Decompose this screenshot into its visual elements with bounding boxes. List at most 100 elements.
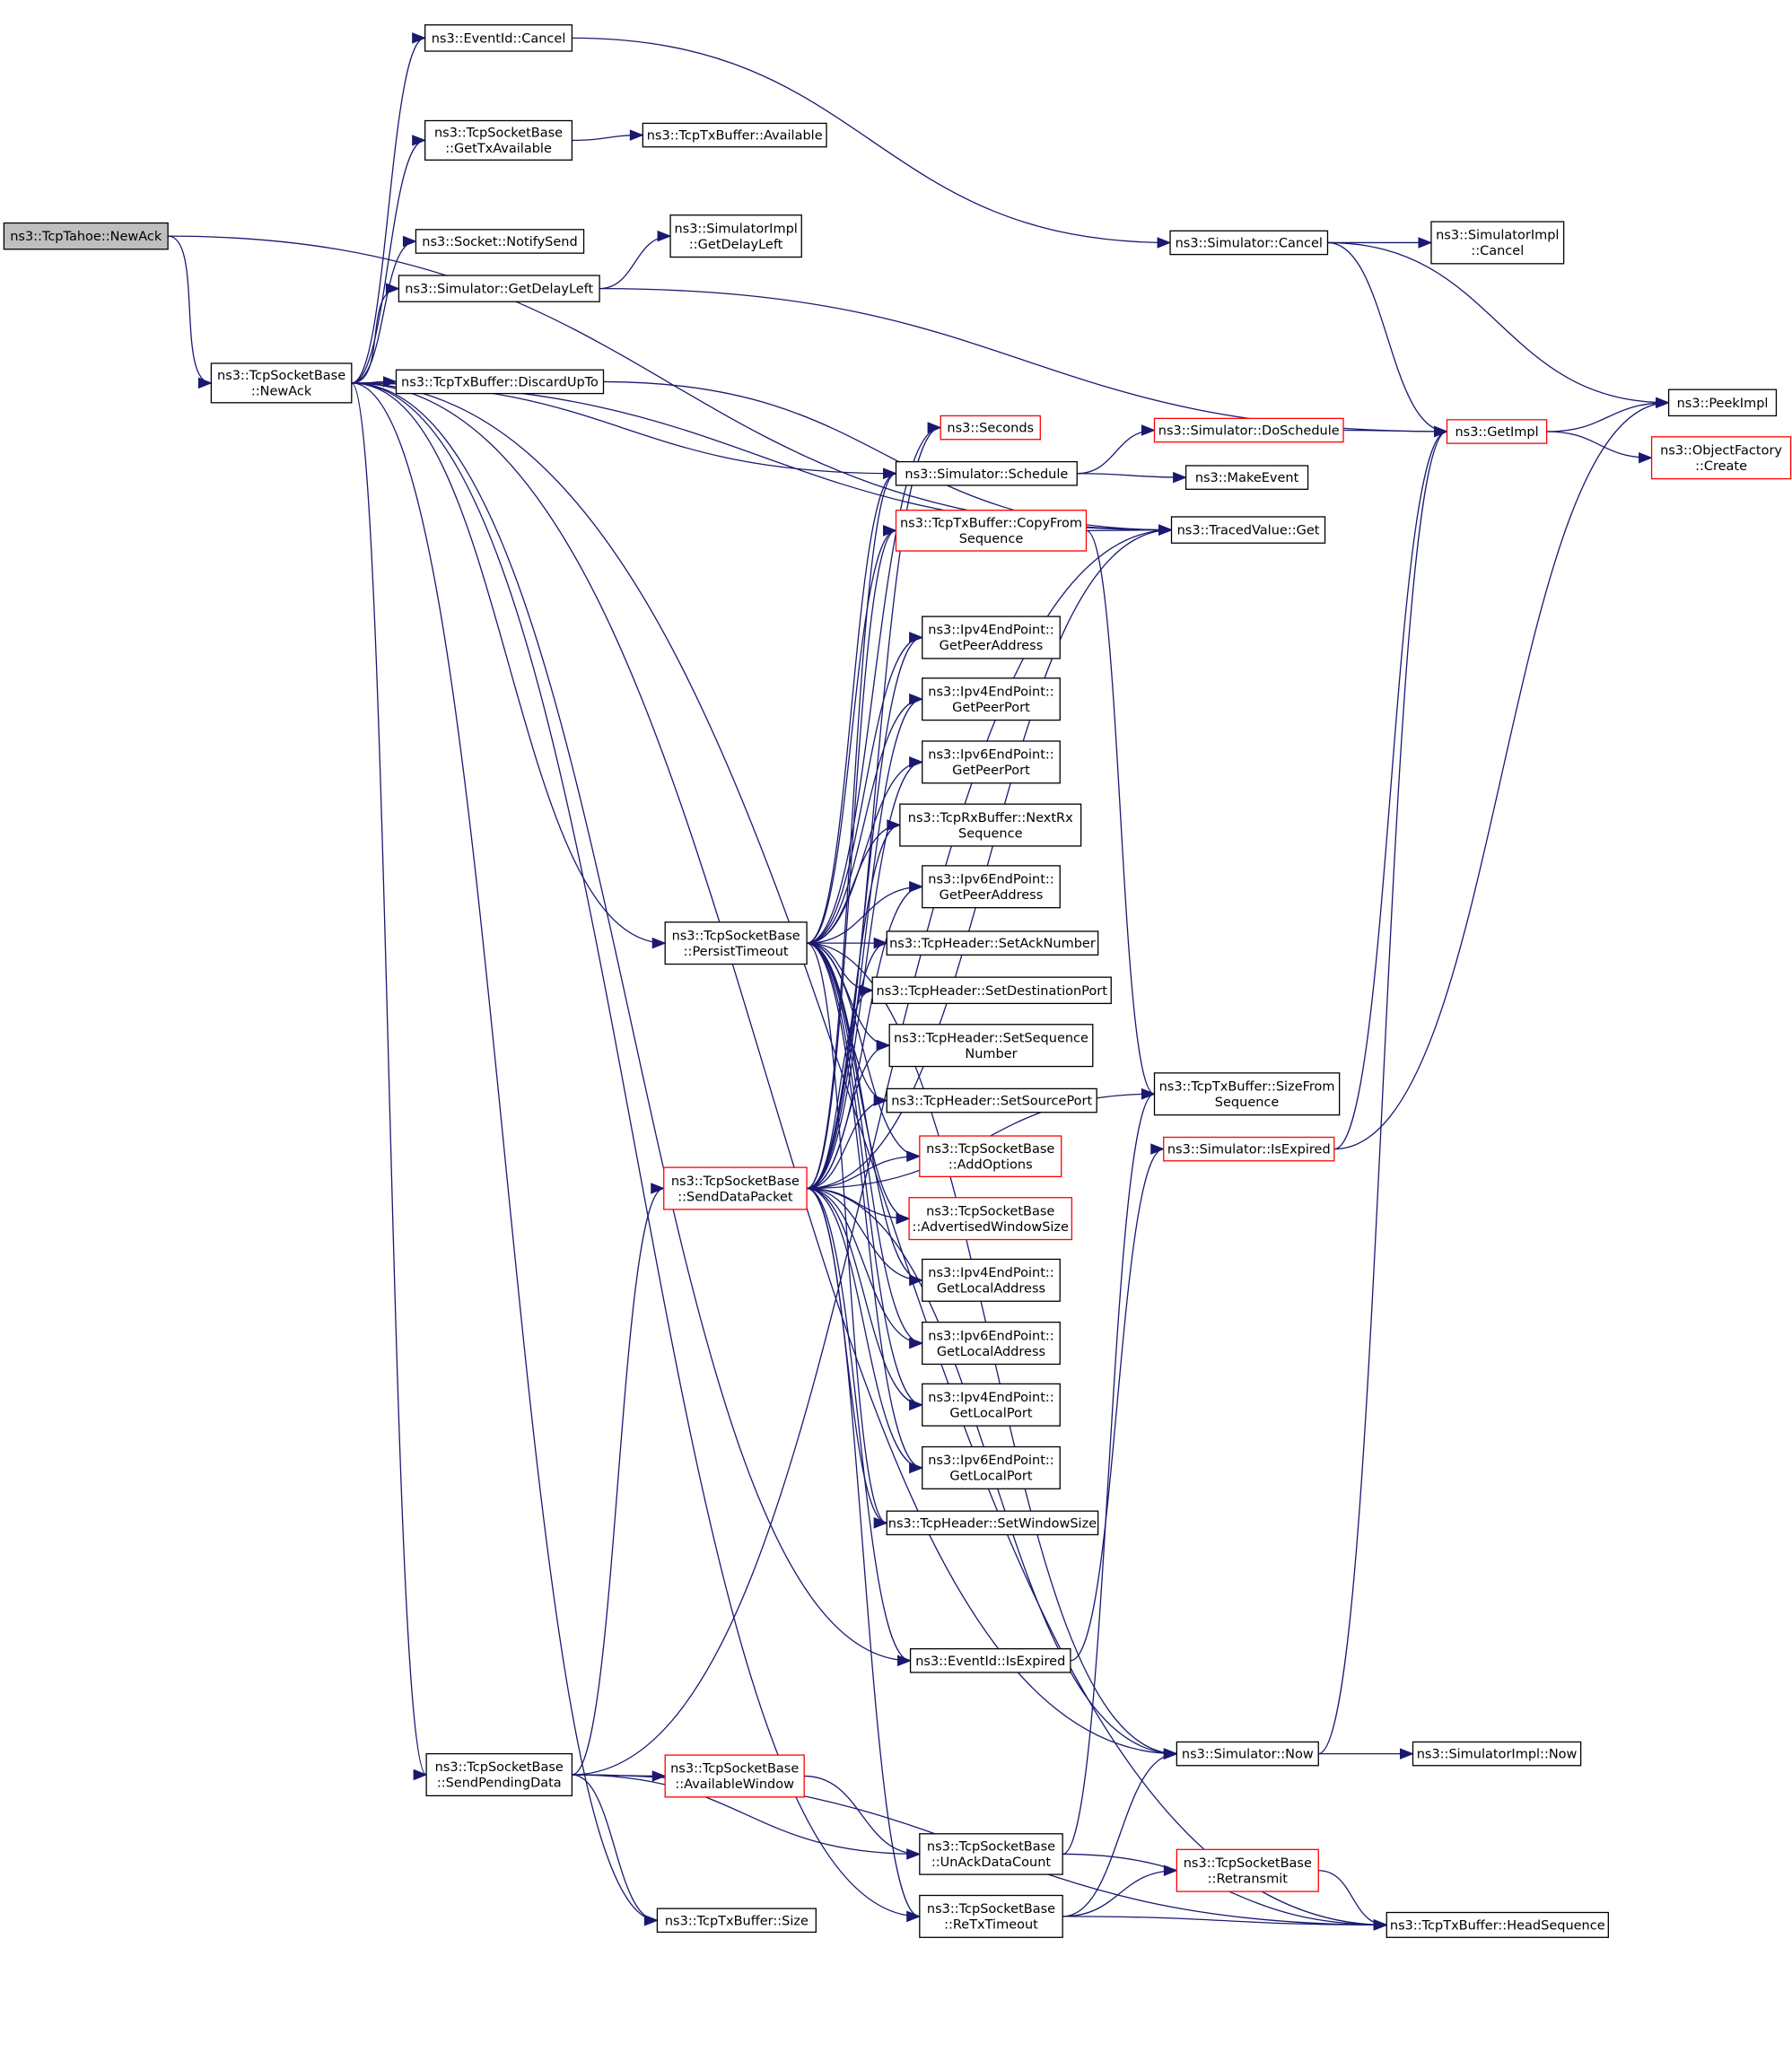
function-node-n47[interactable]: ns3::TcpTxBuffer::Size	[656, 1908, 817, 1934]
function-node-n31[interactable]: ns3::Simulator::IsExpired	[1163, 1136, 1335, 1162]
function-node-n10[interactable]: ns3::SimulatorImpl::Cancel	[1430, 221, 1565, 265]
function-node-n39[interactable]: ns3::TcpHeader::SetWindowSize	[886, 1510, 1099, 1536]
arrowhead-icon	[1163, 1748, 1178, 1759]
node-label-line: GetLocalPort	[949, 1406, 1032, 1420]
function-node-n9[interactable]: ns3::Simulator::Cancel	[1169, 230, 1329, 256]
arrowhead-icon	[657, 230, 672, 242]
call-edge-n33-n26	[807, 937, 888, 1190]
node-label-line: ns3::TcpSocketBase	[1184, 1856, 1312, 1871]
call-edge-n16-n17	[1077, 471, 1187, 484]
node-box	[922, 1383, 1061, 1427]
function-node-n27[interactable]: ns3::TcpHeader::SetDestinationPort	[871, 976, 1112, 1005]
function-node-n24[interactable]: ns3::Ipv6EndPoint::GetPeerAddress	[922, 865, 1061, 909]
function-node-n43[interactable]: ns3::Simulator::Now	[1176, 1741, 1319, 1767]
function-node-n30[interactable]: ns3::TcpHeader::SetSourcePort	[886, 1087, 1097, 1113]
arrowhead-icon	[906, 1848, 922, 1860]
function-node-n15[interactable]: ns3::Simulator::DoSchedule	[1153, 417, 1344, 443]
function-node-n36[interactable]: ns3::Ipv6EndPoint::GetLocalAddress	[922, 1321, 1061, 1366]
edge-line	[1062, 1093, 1155, 1856]
function-node-n40[interactable]: ns3::EventId::IsExpired	[909, 1647, 1071, 1673]
function-node-n13[interactable]: ns3::ObjectFactory::Create	[1650, 436, 1792, 480]
function-node-n14[interactable]: ns3::Seconds	[940, 415, 1041, 441]
arrowhead-icon	[896, 1212, 911, 1225]
function-node-n48[interactable]: ns3::TcpSocketBase::ReTxTimeout	[919, 1894, 1063, 1938]
function-node-n4[interactable]: ns3::TcpTxBuffer::Available	[642, 122, 827, 148]
edge-line	[807, 942, 922, 1406]
function-node-n5[interactable]: ns3::Socket::NotifySend	[415, 229, 585, 254]
call-edge-n43-n44	[1318, 1748, 1414, 1759]
node-label-line: ns3::Simulator::IsExpired	[1167, 1143, 1331, 1157]
node-label-line: ns3::TcpSocketBase	[217, 369, 345, 383]
function-node-n20[interactable]: ns3::Ipv4EndPoint::GetPeerAddress	[922, 616, 1061, 659]
arrowhead-icon	[927, 422, 942, 433]
call-edge-n33-n28	[807, 1039, 891, 1190]
edge-line	[351, 382, 1387, 1926]
node-label-line: ::Cancel	[1471, 244, 1524, 258]
node-box	[1163, 1136, 1335, 1162]
function-node-n7[interactable]: ns3::Simulator::GetDelayLeft	[398, 275, 600, 302]
node-label-line: ::Create	[1695, 459, 1747, 474]
function-node-n12[interactable]: ns3::GetImpl	[1446, 419, 1548, 444]
node-label-line: ns3::TcpSocketBase	[926, 1204, 1054, 1218]
function-node-n17[interactable]: ns3::MakeEvent	[1184, 465, 1309, 490]
function-node-n37[interactable]: ns3::Ipv4EndPoint::GetLocalPort	[922, 1383, 1061, 1427]
call-edge-n48-n49	[1062, 1916, 1388, 1931]
arrowhead-icon	[402, 235, 417, 248]
function-node-n32[interactable]: ns3::TcpSocketBase::AddOptions	[919, 1135, 1062, 1178]
node-box	[909, 1647, 1071, 1673]
edge-line	[1062, 1916, 1387, 1926]
function-node-n21[interactable]: ns3::Ipv4EndPoint::GetPeerPort	[922, 677, 1061, 721]
node-label-line: ns3::TcpTxBuffer::DiscardUpTo	[401, 375, 599, 389]
edge-line	[1327, 241, 1669, 404]
call-edge-n1-n5	[351, 235, 417, 384]
function-node-n3[interactable]: ns3::TcpSocketBase::GetTxAvailable	[424, 119, 573, 162]
call-edge-n9-n11	[1327, 241, 1670, 409]
call-edge-n33-n21	[807, 693, 924, 1190]
function-node-n41[interactable]: ns3::TcpSocketBase::SendPendingData	[425, 1752, 573, 1797]
node-label-line: ns3::Ipv6EndPoint::	[928, 1329, 1053, 1343]
node-label-line: ns3::Ipv4EndPoint::	[928, 1266, 1053, 1280]
node-box	[663, 1166, 808, 1210]
node-box	[424, 119, 573, 162]
node-box	[888, 1024, 1094, 1068]
function-node-n2[interactable]: ns3::EventId::Cancel	[424, 24, 573, 52]
function-node-n19[interactable]: ns3::TracedValue::Get	[1170, 516, 1326, 544]
arrowhead-icon	[909, 881, 924, 893]
node-label-line: GetPeerPort	[952, 764, 1030, 778]
arrowhead-icon	[412, 32, 427, 44]
edge-line	[572, 1187, 664, 1776]
function-node-n16[interactable]: ns3::Simulator::Schedule	[895, 460, 1078, 486]
node-label-line: ::AddOptions	[948, 1157, 1033, 1172]
function-node-n35[interactable]: ns3::Ipv4EndPoint::GetLocalAddress	[922, 1258, 1061, 1302]
function-node-n33[interactable]: ns3::TcpSocketBase::SendDataPacket	[663, 1166, 808, 1210]
function-node-n11[interactable]: ns3::PeekImpl	[1667, 389, 1778, 417]
node-label-line: ns3::EventId::Cancel	[432, 31, 566, 46]
edge-line	[807, 942, 922, 1344]
function-node-n6[interactable]: ns3::SimulatorImpl::GetDelayLeft	[669, 214, 802, 258]
function-node-n22[interactable]: ns3::Ipv6EndPoint::GetPeerPort	[922, 740, 1061, 784]
function-node-n0[interactable]: ns3::TcpTahoe::NewAck	[3, 222, 169, 250]
function-node-n46[interactable]: ns3::TcpSocketBase::Retransmit	[1176, 1848, 1319, 1892]
function-node-n34[interactable]: ns3::TcpSocketBase::AdvertisedWindowSize	[908, 1197, 1073, 1241]
function-node-n44[interactable]: ns3::SimulatorImpl::Now	[1412, 1741, 1582, 1767]
function-node-n38[interactable]: ns3::Ipv6EndPoint::GetLocalPort	[922, 1445, 1061, 1489]
node-label-line: GetPeerAddress	[940, 888, 1044, 903]
function-node-n26[interactable]: ns3::TcpHeader::SetAckNumber	[886, 930, 1099, 956]
call-edge-n18-n29	[1086, 529, 1156, 1100]
node-box	[1170, 516, 1326, 544]
function-node-n42[interactable]: ns3::TcpSocketBase::AvailableWindow	[664, 1754, 805, 1798]
edge-line	[1333, 402, 1669, 1150]
function-node-n45[interactable]: ns3::TcpSocketBase::UnAckDataCount	[919, 1833, 1063, 1875]
function-node-n49[interactable]: ns3::TcpTxBuffer::HeadSequence	[1386, 1911, 1609, 1938]
node-label-line: ns3::Simulator::GetDelayLeft	[405, 283, 593, 297]
node-box	[424, 24, 573, 52]
function-node-n8[interactable]: ns3::TcpTxBuffer::DiscardUpTo	[395, 369, 605, 395]
node-label-line: ::PersistTimeout	[684, 945, 789, 959]
function-node-n1[interactable]: ns3::TcpSocketBase::NewAck	[210, 362, 353, 404]
function-node-n25[interactable]: ns3::TcpSocketBase::PersistTimeout	[664, 921, 808, 965]
node-label-line: ns3::TracedValue::Get	[1177, 524, 1320, 538]
